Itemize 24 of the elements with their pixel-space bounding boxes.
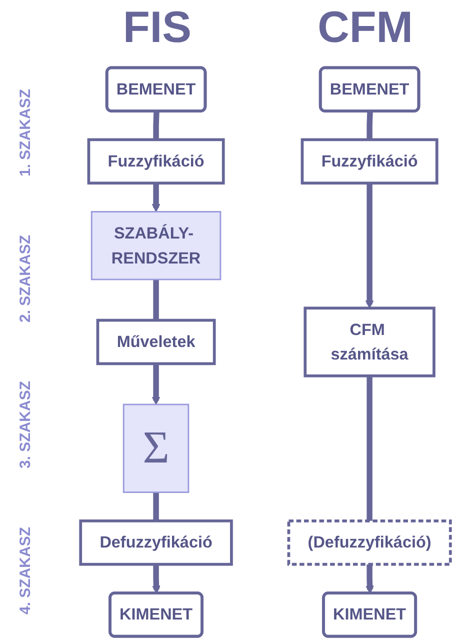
column-heading: CFM — [318, 3, 413, 53]
connector — [153, 492, 159, 521]
node-box: Fuzzyfikáció — [87, 138, 225, 185]
node-box: (Defuzzyfikáció) — [287, 519, 452, 566]
node-box: Defuzzyfikáció — [79, 519, 233, 566]
arrow — [365, 183, 374, 308]
connector — [153, 111, 160, 140]
stage-label: 4. SZAKASZ — [16, 527, 34, 615]
arrow — [152, 564, 160, 594]
node-box: Fuzzyfikáció — [300, 138, 438, 185]
node-box: CFM számítása — [304, 306, 436, 378]
node-box: Σ — [122, 404, 190, 493]
connector — [153, 279, 159, 320]
arrow — [366, 564, 374, 594]
stage-label: 3. SZAKASZ — [16, 381, 34, 469]
connector — [366, 376, 372, 521]
node-box: Műveletek — [96, 318, 216, 366]
node-box: SZABÁLY- RENDSZER — [90, 211, 222, 280]
arrow — [152, 183, 160, 212]
arrow — [152, 364, 160, 405]
stage-label: 1. SZAKASZ — [16, 89, 34, 177]
stage-label: 2. SZAKASZ — [16, 235, 34, 323]
column-heading: FIS — [123, 3, 192, 53]
connector — [366, 111, 373, 140]
